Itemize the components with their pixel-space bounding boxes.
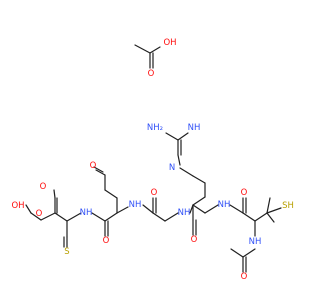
cys-amide-nh-label: NH [80,208,93,218]
bond [242,212,256,222]
arg-carbonyl-o-label: O [191,235,198,245]
acetic-carbonyl-o-label: O [148,69,155,79]
peptide-backbone [40,166,282,273]
bond [266,207,282,214]
bond [165,132,179,141]
bond [242,248,256,258]
bond [53,189,56,199]
bond [104,212,118,222]
cys-carbonyl-o-label: O [40,182,47,192]
pen-sh-label: SH [282,201,294,211]
bond [192,196,206,206]
bond [93,166,104,173]
arg-imine-n-label: N [169,163,175,173]
guanidino-group: NH₂ NH N [147,123,200,173]
bond [25,204,32,214]
bond [266,197,271,214]
arginine-side-chain [179,167,206,206]
bond [152,212,166,222]
asp-aldehyde-o-label: O [90,161,97,171]
bond [192,204,206,214]
acetic-acid: OH O [134,38,177,79]
bond [40,212,56,221]
bond [116,206,129,214]
acetyl-o-label: O [241,272,248,282]
bond [95,169,106,176]
bond [164,212,179,222]
molecule-structure: OH O NH₂ NH N [11,38,294,282]
bond [192,175,206,184]
bond [149,46,161,54]
terminal-group [25,189,56,221]
arg-amide-nh-label: NH [218,200,231,210]
bond [204,204,219,214]
bond [54,212,68,222]
bond [142,204,154,214]
bond [177,154,181,166]
bond [177,132,189,141]
gly-carbonyl-o-label: O [151,188,158,198]
bond [179,167,194,177]
asp-amide-nh-label: NH [129,200,142,210]
cys-s-label: S [64,247,69,257]
pen-carbonyl-o-label: O [241,188,248,198]
asp-carbonyl-o-label: O [103,236,110,246]
arg-nh2-label: NH₂ [147,123,163,133]
acetic-hydroxyl-label: OH [163,38,176,48]
bond [229,204,244,214]
bond [91,212,106,222]
bond [134,44,151,54]
bond [30,212,42,221]
bond [104,189,118,199]
gly-amide-nh-label: NH [178,208,191,218]
pen-amide-nh-label: NH [249,237,262,247]
bond [230,248,244,258]
bond [254,212,268,222]
bond [66,212,82,222]
arg-nh-label: NH [188,123,201,133]
peroxy-oh-label: OH [11,201,24,211]
peroxy-o-label: O [36,209,43,219]
bond [266,212,275,223]
